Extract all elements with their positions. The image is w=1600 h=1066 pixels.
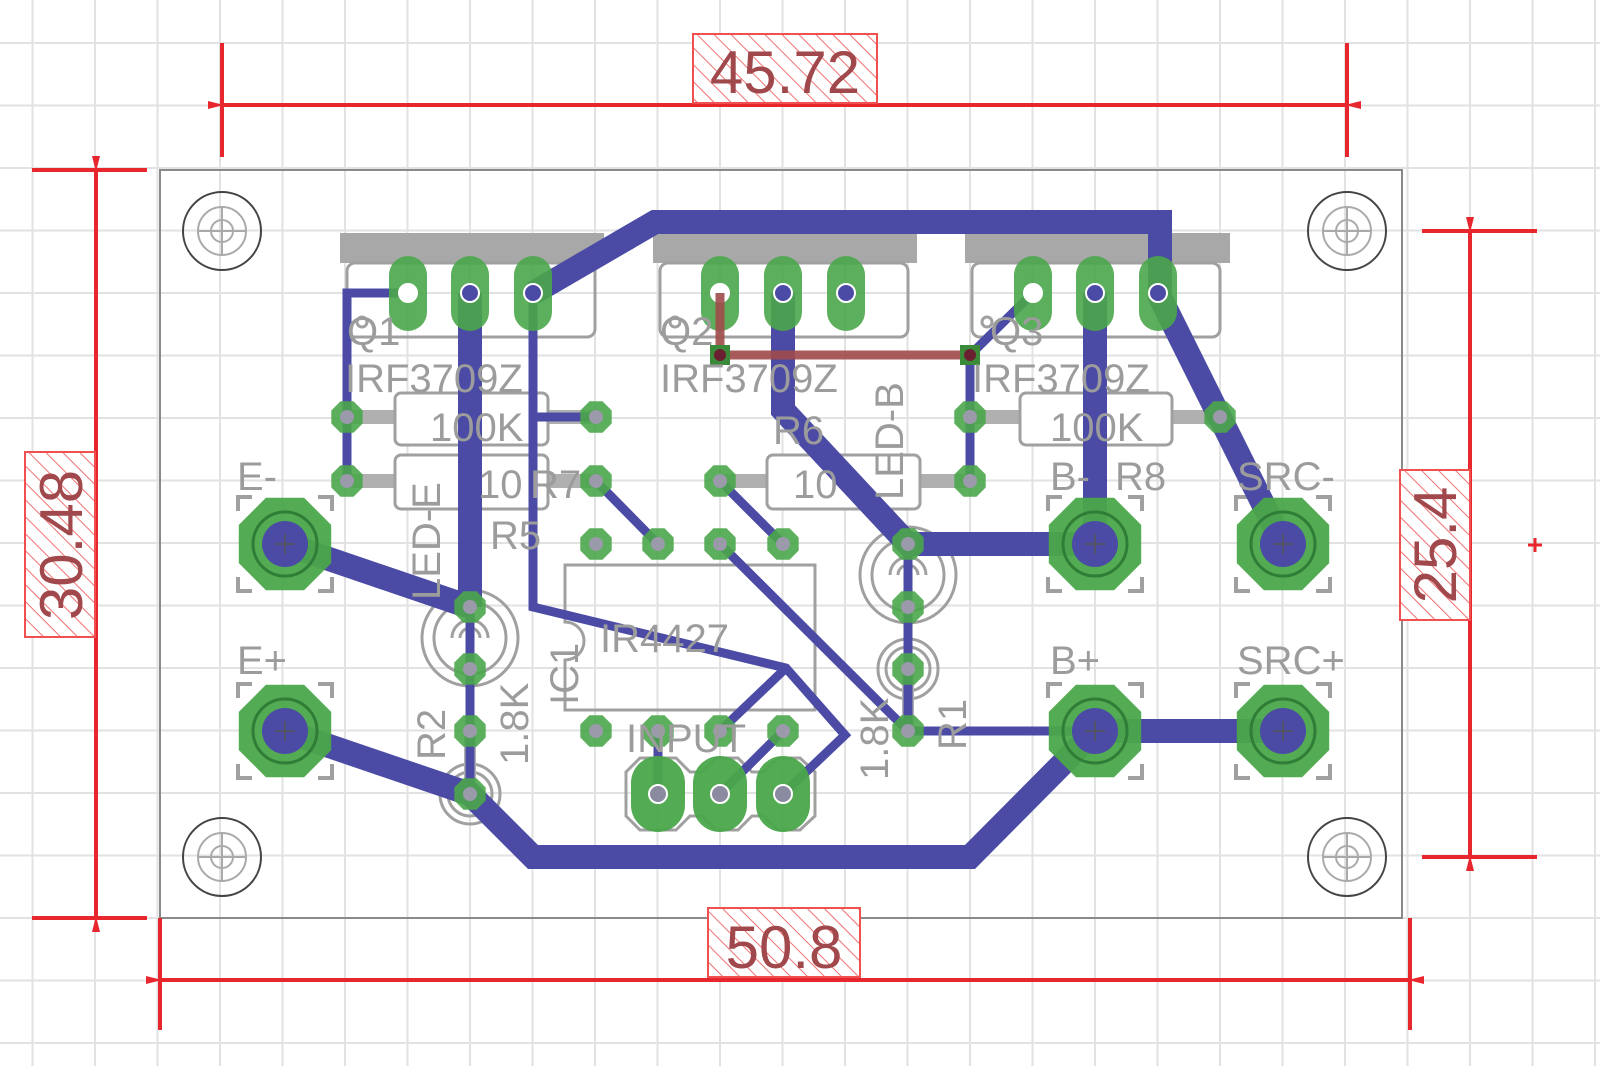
r1-value: 1.8K — [853, 697, 897, 780]
led-b-name: LED-B — [868, 382, 912, 500]
dimension-right: 25.4 — [1399, 217, 1542, 871]
terminal-e-minus-label: E- — [237, 455, 277, 499]
transistor-pad — [451, 256, 489, 331]
pad — [580, 465, 612, 497]
terminal-bracket — [236, 682, 334, 780]
r1-name: R1 — [931, 699, 975, 750]
terminal-bracket — [236, 495, 334, 593]
input-header-pad — [756, 756, 810, 832]
pad — [892, 653, 924, 685]
r8-name: R8 — [1115, 455, 1166, 499]
dimension-bottom-label: 50.8 — [726, 914, 843, 981]
pad — [454, 715, 486, 747]
pad — [331, 401, 363, 433]
pad — [454, 778, 486, 810]
terminal-b-minus-label: B- — [1050, 455, 1090, 499]
pad — [454, 591, 486, 623]
r7-value: 10 — [478, 463, 523, 507]
ic1-name: IC1 — [543, 643, 587, 705]
mounting-hole-icon — [1307, 817, 1387, 897]
dimension-top-label: 45.72 — [710, 39, 860, 106]
dimension-left-label: 30.48 — [28, 470, 95, 620]
transistor-pad — [1139, 256, 1177, 331]
q2-name: Q2 — [660, 310, 713, 354]
terminal-src-minus-label: SRC- — [1237, 455, 1335, 499]
via — [964, 349, 976, 361]
pad — [704, 715, 736, 747]
transistor-pad — [764, 256, 802, 331]
input-header-pad — [631, 756, 685, 832]
terminal-bracket — [1046, 682, 1144, 780]
ic1-outline — [563, 563, 817, 712]
led-e-name: LED-E — [405, 482, 449, 600]
transistor-pad — [514, 256, 552, 331]
q3-name: Q3 — [990, 310, 1043, 354]
mounting-hole-icon — [1307, 191, 1387, 271]
transistor-pad — [1076, 256, 1114, 331]
component-labels: Q1 IRF3709Z Q2 IRF3709Z Q3 IRF3709Z 100K… — [237, 310, 1345, 780]
pad — [892, 591, 924, 623]
r7-name: R7 — [530, 463, 581, 507]
pad — [580, 528, 612, 560]
terminal-pad — [1236, 684, 1330, 778]
r6-value: 10 — [793, 463, 838, 507]
terminal-e-plus-label: E+ — [237, 639, 287, 683]
terminal-pad — [238, 684, 332, 778]
terminal-bracket — [1046, 495, 1144, 593]
pad — [954, 465, 986, 497]
mounting-holes — [182, 191, 1387, 897]
mounting-hole-icon — [182, 817, 262, 897]
q2-value: IRF3709Z — [660, 357, 838, 401]
r8-value: 100K — [1050, 406, 1144, 450]
pad — [642, 715, 674, 747]
via — [714, 349, 726, 361]
input-header-pad — [693, 756, 747, 832]
dimension-bottom: 50.8 — [146, 907, 1424, 1030]
transistor-pad — [827, 256, 865, 331]
input-name: INPUT — [626, 717, 746, 761]
ic1-value: IR4427 — [600, 617, 729, 661]
q1-value: IRF3709Z — [345, 357, 523, 401]
terminal-b-plus-label: B+ — [1050, 639, 1100, 683]
terminal-pad — [1048, 497, 1142, 591]
origin-cross-icon — [1528, 538, 1542, 552]
terminal-brackets — [236, 495, 1332, 780]
mounting-hole-icon — [182, 191, 262, 271]
transistor-pad — [389, 256, 427, 331]
r5-name: R5 — [490, 514, 541, 558]
pad — [331, 465, 363, 497]
r6-name: R6 — [773, 409, 824, 453]
terminal-src-plus-label: SRC+ — [1237, 639, 1345, 683]
pad — [642, 528, 674, 560]
r2-value: 1.8K — [493, 682, 537, 765]
pads — [238, 256, 1330, 832]
dimension-top: 45.72 — [208, 33, 1361, 157]
pad — [1204, 401, 1236, 433]
pad — [580, 401, 612, 433]
pad — [704, 465, 736, 497]
terminal-pad — [1048, 684, 1142, 778]
r5-value: 100K — [430, 406, 524, 450]
pad — [954, 401, 986, 433]
terminal-bracket — [1234, 495, 1332, 593]
pad — [767, 528, 799, 560]
top-trace — [710, 293, 980, 365]
pad — [580, 715, 612, 747]
q1-name: Q1 — [347, 310, 400, 354]
r2-name: R2 — [410, 709, 454, 760]
terminal-pad — [1236, 497, 1330, 591]
dimension-right-label: 25.4 — [1402, 487, 1469, 604]
pad — [704, 528, 736, 560]
terminal-bracket — [1234, 682, 1332, 780]
dimension-left: 30.48 — [24, 156, 147, 932]
pad — [454, 653, 486, 685]
pad — [892, 528, 924, 560]
pad — [892, 715, 924, 747]
transistor-pad — [1014, 256, 1052, 331]
pad — [767, 715, 799, 747]
q3-value: IRF3709Z — [972, 357, 1150, 401]
terminal-pad — [238, 497, 332, 591]
